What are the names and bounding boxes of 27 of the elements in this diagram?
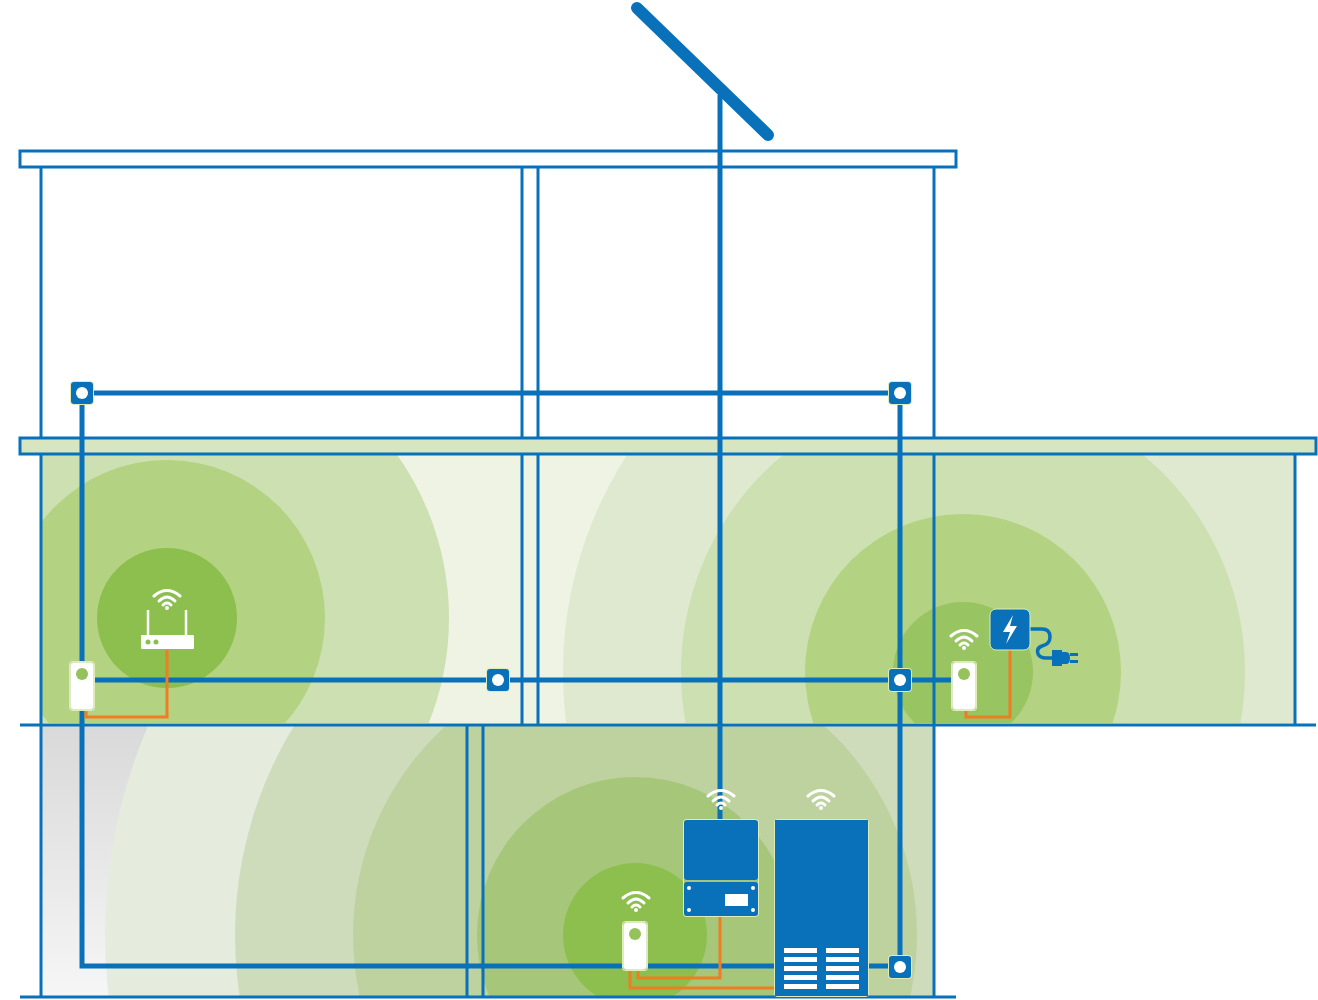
- powerline-adapter: [952, 662, 976, 710]
- wiring-line: [897, 404, 903, 669]
- charger-drawing: [990, 609, 1030, 650]
- router-drawing: [140, 608, 196, 650]
- wiring-line: [93, 390, 889, 396]
- cable-line: [964, 650, 1012, 719]
- inverter-drawing: [684, 820, 758, 916]
- wiring-line: [868, 963, 889, 969]
- junction-box: [71, 382, 93, 404]
- cable-line: [636, 916, 722, 980]
- wiring-line: [897, 691, 903, 956]
- wiring-line: [647, 963, 775, 969]
- wiring-line: [911, 677, 952, 683]
- wiring-line: [79, 710, 623, 969]
- wiring-line: [509, 677, 889, 683]
- junction-box: [487, 669, 509, 691]
- wiring-line: [717, 140, 723, 820]
- powerline-adapter: [623, 922, 647, 970]
- junction-box: [889, 956, 911, 978]
- wiring-line: [94, 677, 487, 683]
- powerline-adapter: [70, 662, 94, 710]
- wiring-line: [79, 404, 85, 662]
- battery-storage-drawing: [775, 820, 868, 996]
- junction-box: [889, 669, 911, 691]
- cable-line: [84, 650, 169, 719]
- junction-box: [889, 382, 911, 404]
- cable-line: [628, 970, 775, 990]
